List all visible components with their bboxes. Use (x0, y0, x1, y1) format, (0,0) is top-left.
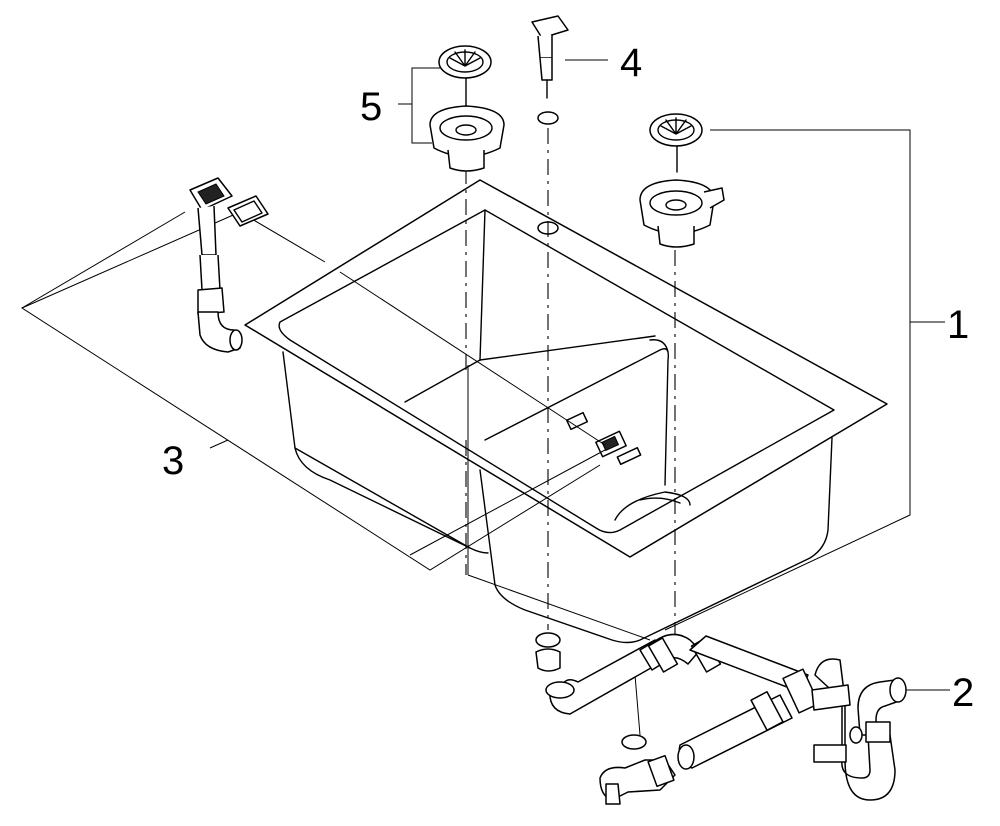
o-ring-bottom (621, 734, 647, 750)
callout-2: 2 (952, 671, 974, 715)
callout-4: 4 (620, 41, 642, 85)
sink-body (244, 179, 888, 644)
strainer-waste-right (639, 113, 725, 248)
overflow-assembly (189, 177, 269, 353)
centre-lines (465, 128, 676, 640)
callout-3: 3 (162, 439, 184, 483)
callout-labels: 1 2 3 4 5 (162, 41, 974, 715)
strainer-waste-left (429, 45, 505, 172)
waste-outlet-left (535, 632, 561, 672)
siphon-assembly (545, 633, 907, 805)
o-ring-top (537, 111, 559, 125)
tap-hole-plug (531, 15, 569, 125)
callout-1: 1 (947, 303, 969, 347)
callout-5: 5 (360, 85, 382, 129)
